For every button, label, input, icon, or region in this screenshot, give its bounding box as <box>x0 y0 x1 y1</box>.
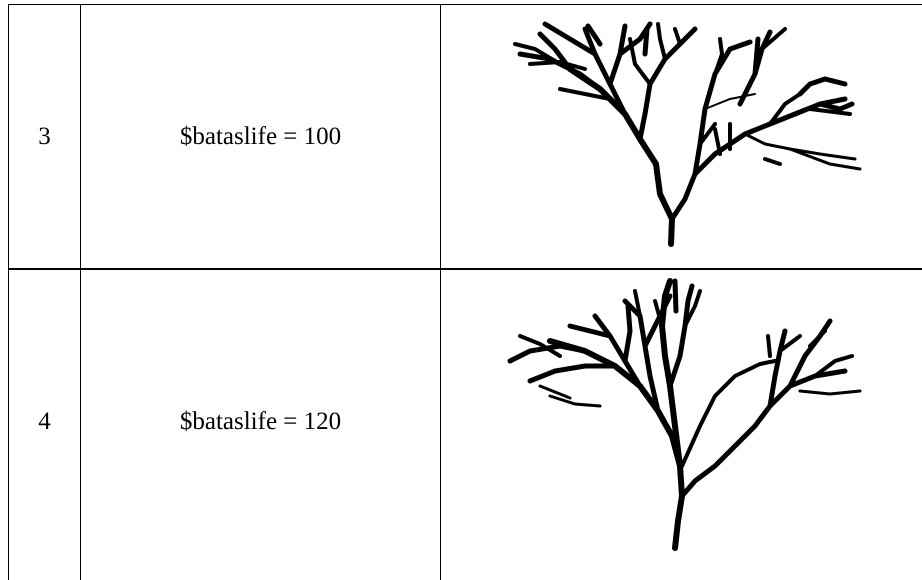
parameter-cell: $bataslife = 120 <box>179 408 342 435</box>
parameter-cell: $bataslife = 100 <box>179 122 342 150</box>
table-border-left <box>8 4 9 580</box>
table-row-divider <box>8 268 922 270</box>
table-border-top <box>8 4 922 5</box>
row-number: 3 <box>38 122 51 150</box>
fractal-tree-image <box>507 278 862 551</box>
row-number: 4 <box>38 408 51 435</box>
column-divider-1 <box>80 4 81 580</box>
fractal-tree-image <box>513 21 862 247</box>
column-divider-2 <box>440 4 441 580</box>
